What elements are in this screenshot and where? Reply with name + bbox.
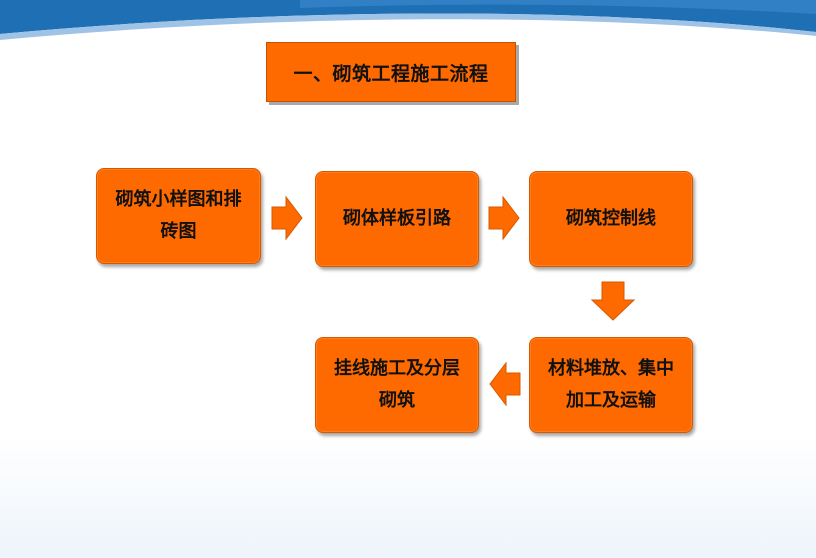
arrow-right-icon: [271, 195, 303, 241]
flow-step-small-layout-drawing: 砌筑小样图和排砖图: [96, 168, 261, 264]
arrow-down-icon: [590, 281, 636, 321]
flow-step-control-lines: 砌筑控制线: [529, 171, 693, 267]
arrow-right-icon: [488, 195, 520, 241]
page-title: 一、砌筑工程施工流程: [266, 42, 516, 102]
header-band: [0, 0, 816, 40]
flow-step-material-stacking: 材料堆放、集中加工及运输: [529, 337, 693, 433]
arrow-left-icon: [489, 361, 521, 407]
flow-step-string-line-construction: 挂线施工及分层砌筑: [315, 337, 479, 433]
flow-step-sample-guidance: 砌体样板引路: [315, 171, 479, 267]
